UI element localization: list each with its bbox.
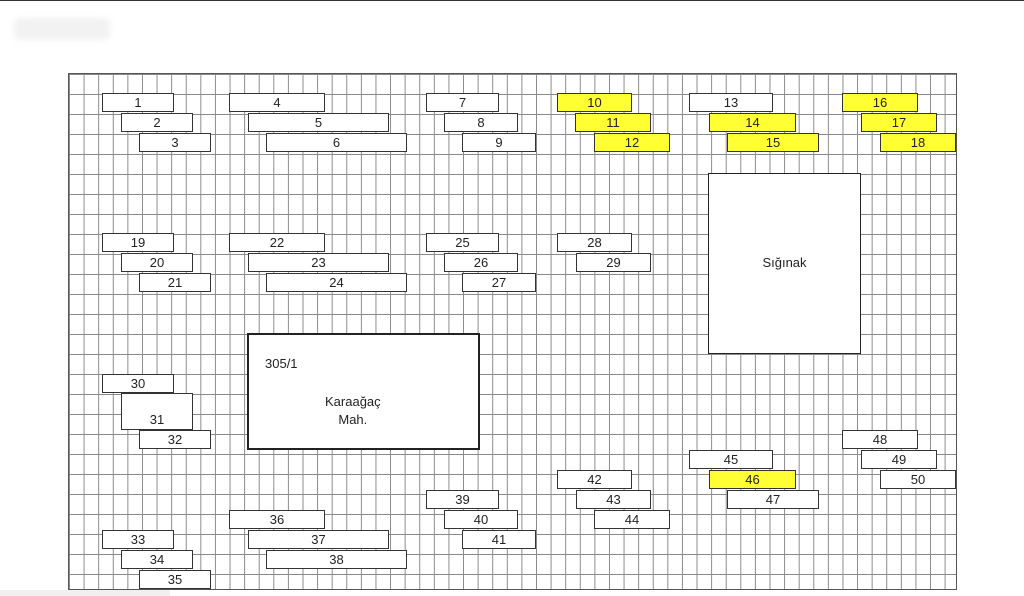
bottom-edge-artifact: [0, 590, 170, 596]
parcel-6[interactable]: 6: [266, 133, 407, 152]
parcel-32[interactable]: 32: [139, 430, 211, 449]
parcel-9[interactable]: 9: [462, 133, 536, 152]
shelter-label: Sığınak: [762, 255, 807, 270]
parcel-15[interactable]: 15: [727, 133, 819, 152]
parcel-43[interactable]: 43: [576, 490, 651, 509]
parcel-17[interactable]: 17: [861, 113, 937, 132]
parcel-37[interactable]: 37: [248, 530, 389, 549]
parcel-5[interactable]: 5: [248, 113, 389, 132]
parcel-35[interactable]: 35: [139, 570, 211, 589]
parcel-30[interactable]: 30: [102, 374, 174, 393]
parcel-26[interactable]: 26: [444, 253, 518, 272]
parcel-24[interactable]: 24: [266, 273, 407, 292]
parcel-29[interactable]: 29: [576, 253, 651, 272]
parcel-33[interactable]: 33: [102, 530, 174, 549]
parcel-14[interactable]: 14: [709, 113, 796, 132]
blurred-logo: [14, 18, 110, 40]
parcel-39[interactable]: 39: [426, 490, 499, 509]
parcel-31[interactable]: 31: [121, 393, 193, 430]
parcel-16[interactable]: 16: [842, 93, 918, 112]
parcel-41[interactable]: 41: [462, 530, 536, 549]
parcel-12[interactable]: 12: [594, 133, 670, 152]
shelter-block[interactable]: Sığınak: [708, 173, 861, 354]
parcel-47[interactable]: 47: [727, 490, 819, 509]
parcel-3[interactable]: 3: [139, 133, 211, 152]
karaagac-block[interactable]: 305/1 Karaağaç Mah.: [247, 333, 480, 450]
parcel-13[interactable]: 13: [689, 93, 773, 112]
parcel-36[interactable]: 36: [229, 510, 325, 529]
parcel-28[interactable]: 28: [557, 233, 632, 252]
parcel-21[interactable]: 21: [139, 273, 211, 292]
parcel-46[interactable]: 46: [709, 470, 796, 489]
parcel-48[interactable]: 48: [842, 430, 918, 449]
parcel-49[interactable]: 49: [861, 450, 937, 469]
parcel-50[interactable]: 50: [880, 470, 956, 489]
parcel-25[interactable]: 25: [426, 233, 499, 252]
block-neighborhood-name: Karaağaç Mah.: [325, 394, 381, 427]
parcel-4[interactable]: 4: [229, 93, 325, 112]
parcel-40[interactable]: 40: [444, 510, 518, 529]
parcel-1[interactable]: 1: [102, 93, 174, 112]
parcel-10[interactable]: 10: [557, 93, 632, 112]
parcel-42[interactable]: 42: [557, 470, 632, 489]
parcel-18[interactable]: 18: [880, 133, 956, 152]
parcel-2[interactable]: 2: [121, 113, 193, 132]
parcel-38[interactable]: 38: [266, 550, 407, 569]
parcel-22[interactable]: 22: [229, 233, 325, 252]
parcel-44[interactable]: 44: [594, 510, 670, 529]
parcel-23[interactable]: 23: [248, 253, 389, 272]
parcel-45[interactable]: 45: [689, 450, 773, 469]
block-parcel-number: 305/1: [265, 356, 298, 371]
parcel-8[interactable]: 8: [444, 113, 518, 132]
parcel-7[interactable]: 7: [426, 93, 499, 112]
parcel-34[interactable]: 34: [121, 550, 193, 569]
parcel-11[interactable]: 11: [575, 113, 651, 132]
top-border-line: [0, 0, 1024, 1]
parcel-27[interactable]: 27: [462, 273, 536, 292]
parcel-19[interactable]: 19: [102, 233, 174, 252]
parcel-20[interactable]: 20: [121, 253, 193, 272]
